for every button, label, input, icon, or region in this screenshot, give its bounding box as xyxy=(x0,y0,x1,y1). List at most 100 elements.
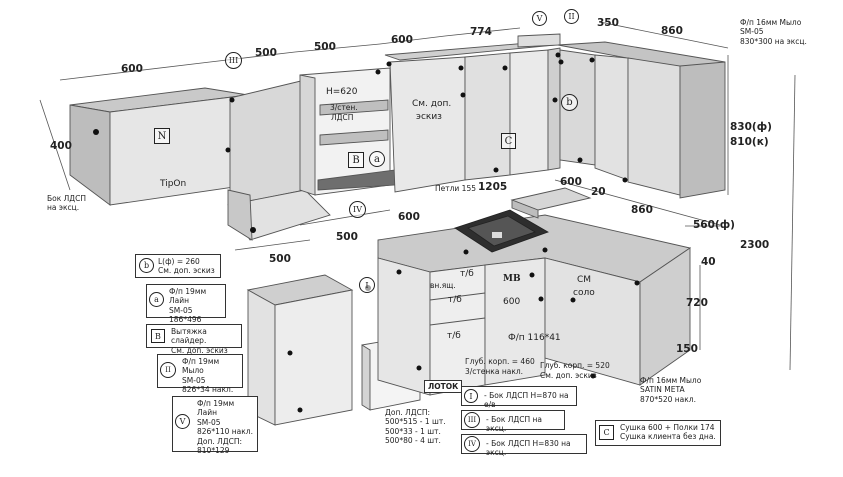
marker-IV: IV xyxy=(349,201,366,218)
label-cm-1: СМ xyxy=(577,275,592,285)
marker-b: b xyxy=(561,94,578,111)
dim-600-lower: 600 xyxy=(398,211,420,223)
note-line: на эксц. xyxy=(47,203,80,213)
marker-C: C xyxy=(501,133,516,149)
label-vn-yasch: вн.ящ. xyxy=(430,281,456,290)
note-a-marker: a xyxy=(149,292,164,307)
note-line: Бок ЛДСП xyxy=(47,194,87,203)
note-line: SM-05 xyxy=(182,375,206,385)
dim-height-830: 830(ф) xyxy=(730,121,772,133)
note-line: SM-05 xyxy=(197,417,221,427)
note-line: 830*300 на эксц. xyxy=(740,36,807,46)
label-cm-2: соло xyxy=(573,288,595,298)
note-line: 870*520 накл. xyxy=(640,394,696,404)
lower-left-cabinet xyxy=(246,274,354,426)
dim-top-774: 774 xyxy=(470,26,492,38)
note-line: Ф/п 16мм Мыло xyxy=(740,18,802,27)
dim-2300: 2300 xyxy=(740,239,770,251)
note-line: SM-05 xyxy=(740,27,764,37)
upper-corner-cabinets xyxy=(557,41,726,199)
note-C-marker: C xyxy=(599,425,614,440)
label-sm-dop-2: эскиз xyxy=(416,112,442,122)
note-line: 500*80 - 4 шт. xyxy=(385,436,441,446)
label-tb-3: т/б xyxy=(447,331,461,341)
note-line: 826*34 накл. xyxy=(182,385,234,395)
dim-top-500-a: 500 xyxy=(255,47,277,59)
note-line: SATIN META xyxy=(640,385,685,395)
note-bok-ldsp: Бок ЛДСП на эксц. xyxy=(47,194,86,213)
dim-depth-400: 400 xyxy=(50,140,72,152)
dim-top-350: 350 xyxy=(597,17,619,29)
label-sm-dop-1: См. доп. xyxy=(412,99,452,109)
note-II-marker: II xyxy=(160,362,176,378)
label-glub-460-2: 3/стенка накл. xyxy=(465,367,524,376)
dim-600-corner: 600 xyxy=(560,176,582,188)
dimension-lines xyxy=(39,21,796,371)
label-lotok: ЛОТОК xyxy=(424,380,463,394)
upper-middle-cabinets xyxy=(384,33,561,193)
dim-150: 150 xyxy=(676,343,698,355)
legend-IV-marker: IV xyxy=(464,436,480,452)
marker-III: III xyxy=(225,52,242,69)
dim-top-500-b: 500 xyxy=(314,41,336,53)
note-line: Доп. ЛДСП: xyxy=(385,408,431,417)
label-mv: МВ xyxy=(503,274,521,284)
note-line: Ф/п 19мм Лайн xyxy=(169,287,207,306)
note-line: См. доп. эскиз xyxy=(158,266,215,276)
label-mv-600: 600 xyxy=(503,297,521,307)
dim-height-810: 810(к) xyxy=(730,136,769,148)
label-tb-1: т/б xyxy=(460,269,474,279)
dim-top-860: 860 xyxy=(661,25,683,37)
dim-860-lower: 860 xyxy=(631,204,653,216)
note-b-marker: b xyxy=(139,258,154,273)
dim-top-600-left: 600 xyxy=(121,63,143,75)
label-glub-460-1: Глуб. корп. = 460 xyxy=(465,357,535,366)
marker-V: V xyxy=(532,11,547,26)
note-line: 826*110 накл. xyxy=(197,427,253,437)
legend-III-box: - Бок ЛДСП на эксц. xyxy=(461,410,565,433)
marker-II: II xyxy=(564,9,579,24)
dim-1205: 1205 xyxy=(478,181,508,193)
legend-I-marker: I xyxy=(464,389,478,403)
marker-a: a xyxy=(369,151,385,167)
note-line: Ф/п 19мм Лайн xyxy=(197,399,235,418)
dim-top-600-mid: 600 xyxy=(391,34,413,46)
note-V-marker: V xyxy=(175,414,190,429)
label-tipon: TipOn xyxy=(160,179,187,189)
note-line: 500*515 - 1 шт. xyxy=(385,417,446,427)
label-fp-116: Ф/п 116*41 xyxy=(508,333,561,343)
label-glub-520-1: Глуб. корп. = 520 xyxy=(540,361,610,370)
dim-500-lower: 500 xyxy=(336,231,358,243)
note-line: Доп. ЛДСП: xyxy=(197,436,243,446)
note-line: 500*33 - 1 шт. xyxy=(385,426,441,436)
label-stena-1: 3/стен. xyxy=(330,103,358,112)
note-dop-ldsp: Доп. ЛДСП: 500*515 - 1 шт. 500*33 - 1 шт… xyxy=(385,408,446,446)
note-line: См. доп. эскиз xyxy=(171,345,228,355)
marker-N: N xyxy=(154,128,170,144)
legend-IV-box: - Бок ЛДСП Н=830 на эксц. xyxy=(461,434,587,457)
marker-B: B xyxy=(348,152,364,168)
label-petli: Петли 155 xyxy=(435,184,476,193)
label-glub-520-2: См. доп. эскиз xyxy=(540,371,597,380)
note-B-marker: B xyxy=(151,329,165,343)
label-h620: Н=620 xyxy=(326,87,358,97)
label-tb-2: т/б xyxy=(448,295,462,305)
note-C-box: Сушка 600 + Полки 174 Сушка клиента без … xyxy=(595,420,721,446)
legend-III-marker: III xyxy=(464,412,480,428)
note-fp16-top: Ф/п 16мм Мыло SM-05 830*300 на эксц. xyxy=(740,18,807,46)
marker-I: I xyxy=(359,277,375,293)
legend-I-box: - Бок ЛДСП Н=870 на е/в xyxy=(461,386,577,409)
cooktop xyxy=(454,209,549,253)
note-fp16-low: Ф/п 16мм Мыло SATIN META 870*520 накл. xyxy=(640,376,701,404)
open-shelf-unit xyxy=(299,67,396,196)
upper-cabinet-N xyxy=(69,79,331,241)
note-line: SM-05 xyxy=(169,305,193,315)
dim-500-left: 500 xyxy=(269,253,291,265)
note-line: Сушка клиента без дна. xyxy=(620,432,716,442)
lower-main-run xyxy=(377,187,692,396)
dim-20: 20 xyxy=(591,186,606,198)
note-line: Ф/п 19мм Мыло xyxy=(182,357,220,376)
note-line: Вытяжка слайдер. xyxy=(171,327,207,346)
dim-40: 40 xyxy=(701,256,716,268)
